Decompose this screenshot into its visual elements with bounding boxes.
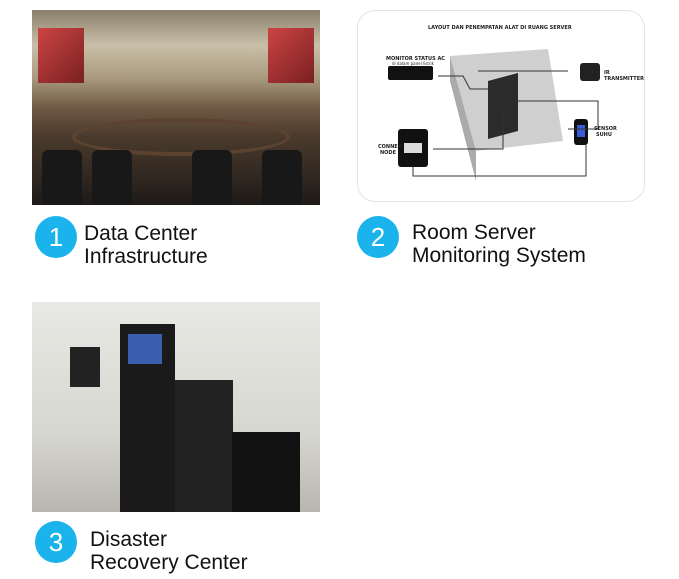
item-title-2: Room Server Monitoring System xyxy=(412,221,586,267)
data-center-photo xyxy=(32,10,320,205)
number-badge-3: 3 xyxy=(35,521,77,563)
monitor-status-sublabel: di dalam panel listrik xyxy=(392,61,434,66)
number-badge-2: 2 xyxy=(357,216,399,258)
item-title-1: Data Center Infrastructure xyxy=(84,222,208,268)
connex-node-label-2: NODE xyxy=(380,150,397,156)
item-title-line1: Disaster xyxy=(90,528,168,551)
monitor-status-label: MONITOR STATUS AC xyxy=(386,56,445,62)
sensor-label-2: SUHU xyxy=(596,132,612,138)
item-title-line2: Recovery Center xyxy=(90,551,248,574)
server-room-layout-diagram: LAYOUT DAN PENEMPATAN ALAT DI RUANG SERV… xyxy=(357,10,645,202)
connex-node-label: CONNEX xyxy=(378,144,402,150)
disaster-recovery-photo xyxy=(32,302,320,512)
item-title-3: Disaster Recovery Center xyxy=(90,528,248,574)
ir-transmitter-label: IR TRANSMITTER xyxy=(604,70,644,82)
item-title-line1: Room Server xyxy=(412,221,536,244)
diagram-title: LAYOUT DAN PENEMPATAN ALAT DI RUANG SERV… xyxy=(428,25,572,31)
item-title-line2: Infrastructure xyxy=(84,245,208,268)
number-badge-1: 1 xyxy=(35,216,77,258)
item-title-line1: Data Center xyxy=(84,222,198,245)
sensor-label: SENSOR xyxy=(594,126,617,132)
item-title-line2: Monitoring System xyxy=(412,244,586,267)
